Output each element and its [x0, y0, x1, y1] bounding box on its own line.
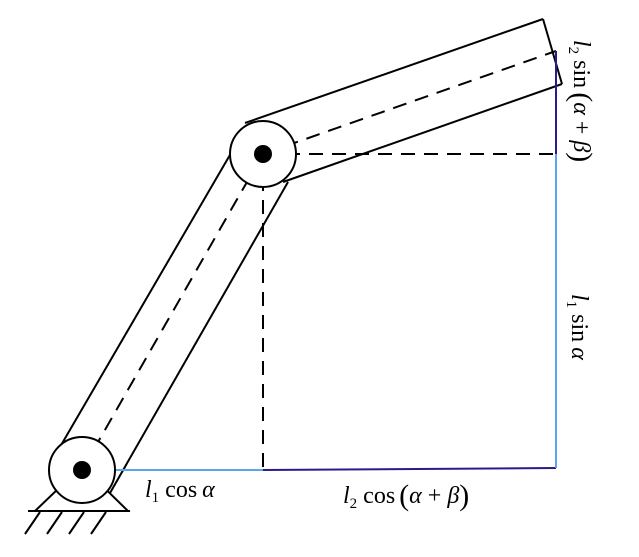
hatch-1 [24, 511, 41, 535]
projection-lines [82, 51, 557, 471]
link-1 [52, 147, 289, 494]
label-l2-cos-alpha-beta: l2 cos(α + β) [343, 479, 469, 512]
link-1-centerline [81, 153, 264, 471]
link-1-edge-right [109, 181, 289, 494]
link-1-edge-left [52, 147, 235, 460]
base-joint-pin [73, 461, 91, 479]
hatch-4 [90, 511, 107, 535]
base-joint [48, 436, 116, 504]
label-l2-sin-alpha-beta: l2 sin(α + β) [565, 40, 598, 162]
l2cos-segment [262, 467, 557, 471]
dashed-lines [81, 50, 557, 471]
elbow-joint-pin [254, 145, 272, 163]
hatch-3 [68, 511, 85, 535]
link-2-edge-top [244, 18, 544, 124]
label-l1-sin-alpha: l1 sinα [563, 294, 592, 360]
elbow-joint [229, 120, 297, 188]
link-2-edge-bottom [282, 83, 563, 183]
link-2-centerline [262, 50, 557, 155]
hatch-2 [46, 511, 63, 535]
